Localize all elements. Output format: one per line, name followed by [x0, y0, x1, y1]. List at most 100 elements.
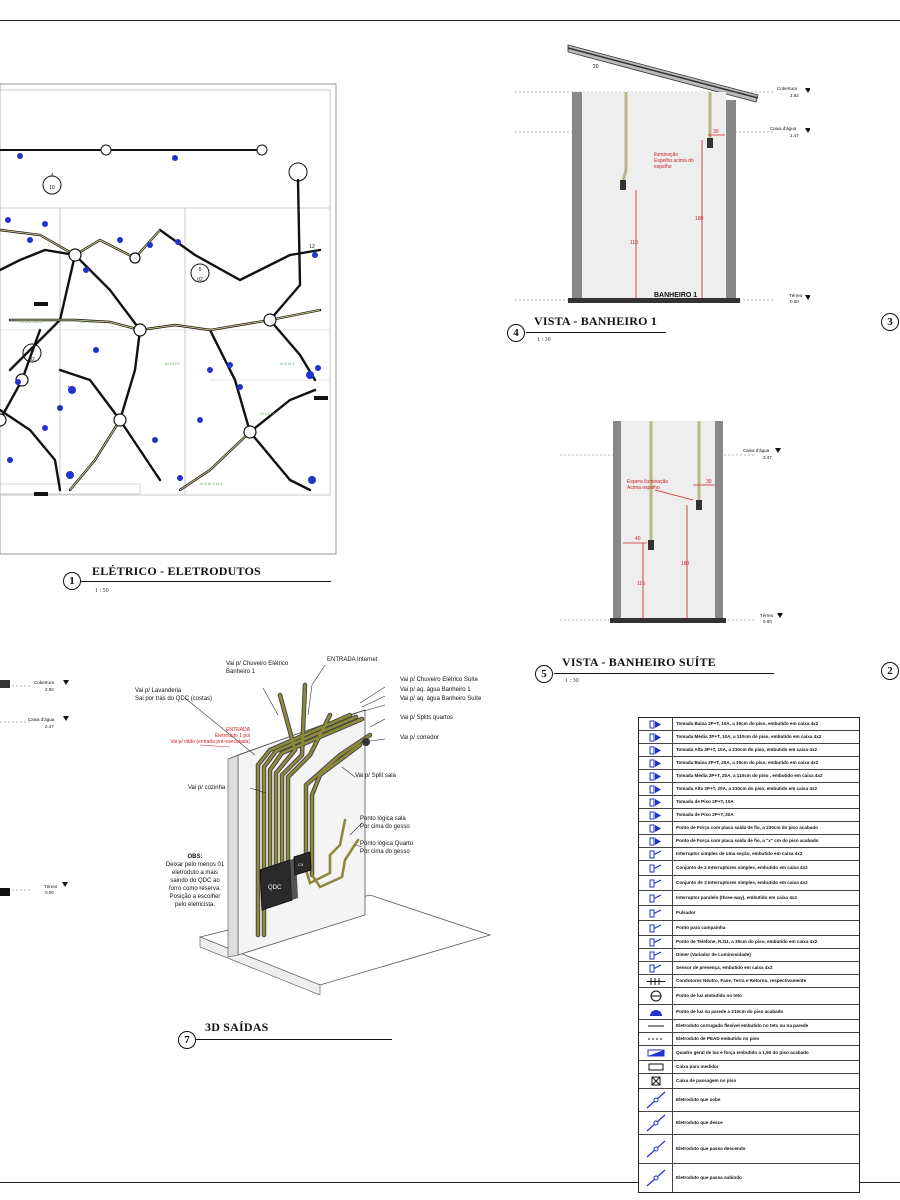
legend-text: Eletroduto que sobe — [676, 1097, 721, 1103]
b1-level-caixa-name: Caixa d'água — [770, 126, 797, 131]
legend-text: Ponto de Força com placa saída de fio, a… — [676, 825, 818, 831]
tomada-alta-icon — [639, 744, 673, 756]
legend-text: Ponto de luz embutido no teto — [676, 993, 742, 999]
legend-row: Ponto de Força com placa saída de fio, a… — [639, 822, 859, 835]
legend-text: Tomada Baixa 2P+T, 20A, a 30cm do piso, … — [676, 760, 819, 766]
eletroduto-pead-icon — [639, 1033, 673, 1045]
legend-row: Conjunto de 3 Interruptores simples, emb… — [639, 876, 859, 891]
svg-text:#1.5 #1.5: #1.5 #1.5 — [280, 362, 295, 366]
interruptor-simples-icon — [639, 848, 673, 860]
three-d-label-chuveiro-suite: Vai p/ Chuveiro Elétrico Suíte — [400, 677, 478, 683]
legend-text: Tomada de Piso 2P+T, 20A — [676, 812, 734, 818]
svg-text:30: 30 — [706, 479, 712, 485]
plan-label-3: 5 — [199, 267, 202, 273]
eletroduto-desce-icon — [639, 1112, 673, 1134]
legend-row: Tomada de Piso 2P+T, 20A — [639, 809, 859, 822]
legend-row: Eletroduto que sobe — [639, 1089, 859, 1112]
legend-text: Condutores Neutro, Fase, Terra e Retorno… — [676, 978, 807, 984]
elevation-suite-drawing: 40 30 115 180 Espera iluminação Acima es… — [560, 421, 783, 624]
svg-text:180: 180 — [681, 561, 690, 567]
legend-row: Dimer (Variador de Luminosidade) — [639, 949, 859, 962]
svg-text:40: 40 — [635, 536, 641, 542]
legend-text: Ponto de Telefone, RJ11, a 30cm do piso,… — [676, 939, 818, 945]
view-1-scale: 1 : 50 — [95, 588, 109, 594]
legend-table: Tomada Baixa 2P+T, 10A, a 30cm do piso, … — [638, 717, 860, 1193]
svg-text:180: 180 — [695, 216, 704, 222]
view-4-scale: 1 : 30 — [537, 337, 551, 343]
view-7-number: 7 — [178, 1031, 196, 1049]
interruptor-paralelo-icon — [639, 891, 673, 905]
legend-row: Condutores Neutro, Fase, Terra e Retorno… — [639, 975, 859, 988]
legend-row: Ponto de Telefone, RJ11, a 30cm do piso,… — [639, 936, 859, 949]
electrical-plan-drawing: 4 10 5 02 6 02 11 12 — [0, 83, 337, 555]
banheiro1-note-1: Iluminação — [654, 152, 678, 158]
plan-label-2: 10 — [49, 185, 55, 191]
plan-label-1: 4 — [51, 173, 54, 179]
legend-row: Conjunto de 2 Interruptores simples, emb… — [639, 861, 859, 876]
legend-text: Eletroduto que passa subindo — [676, 1175, 742, 1181]
legend-row: Ponto de luz embutido no teto — [639, 988, 859, 1005]
plan-label-6: 02 — [29, 357, 35, 363]
three-d-label-agua-suite: Vai p/ aq. água Banheiro Suíte — [400, 696, 482, 702]
dimer-icon — [639, 949, 673, 961]
tomada-piso-20a-icon — [639, 809, 673, 821]
left-level-cobertura-name: Cobertura — [34, 680, 55, 685]
legend-text: Tomada Baixa 2P+T, 10A, a 30cm do piso, … — [676, 721, 819, 727]
view-7-title: 3D SAÍDAS — [205, 1020, 269, 1034]
left-level-terreo-name: Térreo — [44, 884, 58, 889]
left-level-caixa-value: 2.47 — [45, 724, 54, 729]
left-level-cobertura-value: 2.92 — [45, 687, 54, 692]
sheet-border-top — [0, 20, 900, 22]
legend-text: Interruptor paralelo (three-way), embuti… — [676, 895, 798, 901]
legend-row: Eletroduto que passa subindo — [639, 1164, 859, 1192]
legend-text: Quadro geral de luz e força embutido a 1… — [676, 1050, 809, 1056]
three-d-label-corredor: Vai p/ corredor — [400, 735, 439, 741]
three-d-label-cozinha: Vai p/ cozinha — [188, 785, 226, 791]
legend-row: Ponto para campainha — [639, 921, 859, 936]
suite-level-terreo-value: 0.00 — [763, 619, 772, 624]
sensor-icon — [639, 962, 673, 974]
three-d-label-split-sala: Vai p/ Split sala — [355, 773, 396, 779]
legend-text: Tomada de Piso 2P+T, 10A — [676, 799, 734, 805]
view-5-scale: 1 : 30 — [565, 678, 579, 684]
legend-row: Interruptor simples de uma seção, embuti… — [639, 848, 859, 861]
tomada-baixa-icon — [639, 718, 673, 730]
view-1-number: 1 — [63, 572, 81, 590]
legend-row: Ponto de Força com placa saída de fio, a… — [639, 835, 859, 848]
view-5-number: 5 — [535, 665, 553, 683]
qdc-label: QDC — [268, 885, 282, 891]
eletroduto-flexivel-icon — [639, 1020, 673, 1032]
legend-text: Tomada Média 2P+T, 10A, a 110cm do piso,… — [676, 734, 822, 740]
legend-text: Ponto de Força com placa saída de fio, a… — [676, 838, 819, 844]
legend-text: Pulsador — [676, 910, 696, 916]
partial-elevation-drawing: Cobertura 2.92 Caixa d'água 2.47 Térreo … — [0, 680, 69, 896]
suite-level-terreo-name: Térreo — [760, 613, 774, 618]
legend-text: Eletroduto que passa descendo — [676, 1146, 746, 1152]
suite-note-2: Acima espelho — [627, 485, 660, 491]
left-level-caixa-name: Caixa d'água — [28, 717, 55, 722]
eletroduto-sobe-icon — [639, 1089, 673, 1111]
legend-row: Tomada Alta 2P+T, 10A, a 210cm do piso, … — [639, 744, 859, 757]
legend-row: Tomada Baixa 2P+T, 20A, a 30cm do piso, … — [639, 757, 859, 770]
legend-row: Caixa de passagem no piso — [639, 1074, 859, 1089]
elevation-banheiro1-drawing: 115 180 30 20 Iluminação Espelho acima d… — [515, 44, 810, 304]
svg-text:115: 115 — [637, 581, 645, 587]
medidor-icon — [639, 1061, 673, 1073]
svg-text:115: 115 — [630, 240, 638, 246]
tomada-media-icon — [639, 731, 673, 743]
view-1-underline — [81, 581, 331, 582]
svg-text:#2.5 #2.5: #2.5 #2.5 — [260, 412, 275, 416]
legend-row: Interruptor paralelo (three-way), embuti… — [639, 891, 859, 906]
b1-level-terreo-name: Térreo — [789, 293, 803, 298]
legend-row: Eletroduto que passa descendo — [639, 1135, 859, 1164]
tomada-media-20a-icon — [639, 770, 673, 782]
legend-text: Interruptor simples de uma seção, embuti… — [676, 851, 803, 857]
suite-level-caixa-name: Caixa d'água — [743, 448, 770, 453]
banheiro1-note-2: Espelho acima do — [654, 158, 694, 164]
svg-text:#1.5 #1.5 #1.5: #1.5 #1.5 #1.5 — [200, 482, 222, 486]
view-3-number: 3 — [881, 313, 899, 331]
b1-level-caixa-value: 2.47 — [790, 133, 799, 138]
svg-text:30: 30 — [713, 129, 719, 135]
svg-text:#1.5 #1.5: #1.5 #1.5 — [80, 320, 95, 324]
